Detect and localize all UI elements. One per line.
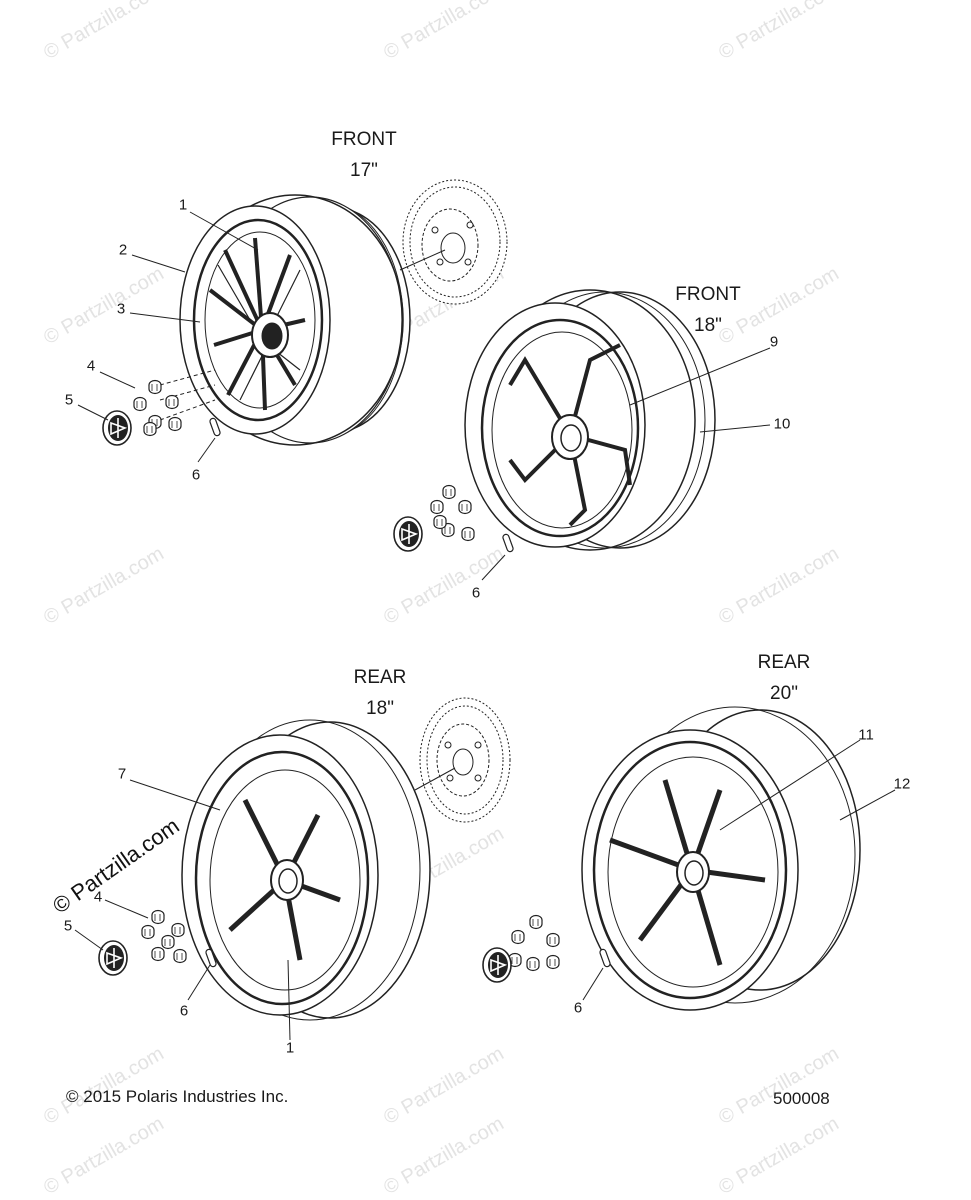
callout-1: 1 — [285, 1039, 295, 1057]
section-label-line1: REAR — [353, 667, 407, 688]
callout-4: 4 — [93, 888, 103, 906]
brake-rotor-rear — [414, 697, 511, 823]
section-label-rear-18: REAR 18" — [354, 668, 407, 718]
section-label-line2: 17" — [350, 160, 378, 181]
leader-lines — [74, 211, 896, 1041]
section-label-line2: 20" — [770, 683, 798, 704]
section-label-line1: REAR — [757, 652, 811, 673]
callout-2: 2 — [118, 241, 128, 259]
callout-3: 3 — [116, 300, 126, 318]
callout-12: 12 — [893, 775, 911, 793]
callout-6: 6 — [573, 999, 583, 1017]
section-label-front-18: FRONT 18" — [675, 285, 740, 335]
callout-1: 1 — [178, 196, 188, 214]
callout-7: 7 — [117, 765, 127, 783]
wheel-front-17 — [159, 194, 411, 446]
section-label-line2: 18" — [694, 315, 722, 336]
wheel-rear-20 — [581, 706, 861, 1011]
callout-4: 4 — [86, 357, 96, 375]
section-label-line1: FRONT — [675, 284, 741, 305]
callout-5: 5 — [63, 917, 73, 935]
callout-11: 11 — [858, 726, 874, 744]
section-label-front-17: FRONT 17" — [331, 130, 396, 180]
section-label-line2: 18" — [366, 698, 394, 719]
copyright-text: © 2015 Polaris Industries Inc. — [66, 1087, 289, 1106]
wheel-rear-18 — [181, 719, 431, 1021]
callout-6: 6 — [191, 466, 201, 484]
callout-6: 6 — [471, 584, 481, 602]
diagram-id: 500008 — [773, 1089, 830, 1108]
callout-9: 9 — [769, 333, 779, 351]
callout-10: 10 — [773, 415, 791, 433]
wheel-front-18 — [464, 289, 716, 551]
section-label-line1: FRONT — [331, 129, 397, 150]
brake-rotor-front — [399, 179, 508, 305]
callout-5: 5 — [64, 391, 74, 409]
callout-6: 6 — [179, 1002, 189, 1020]
section-label-rear-20: REAR 20" — [758, 653, 811, 703]
